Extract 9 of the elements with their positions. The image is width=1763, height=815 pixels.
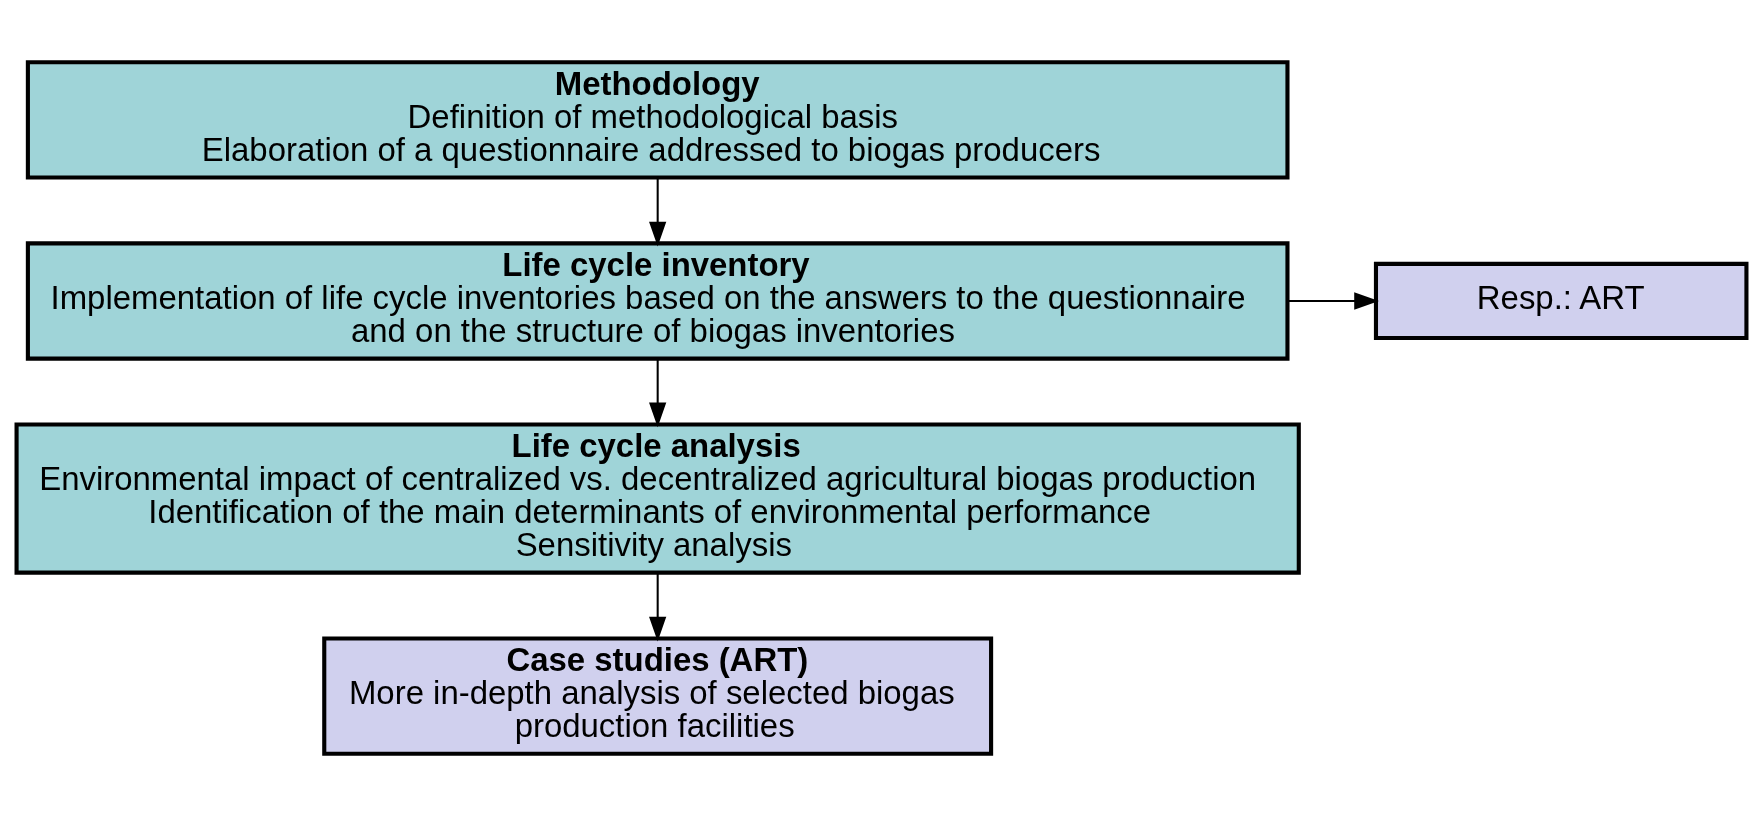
node-box: Life cycle inventory Implementation of life cycle inventories based on the answers to the questionnaire and on the structure of biogas inventories [25, 240, 1290, 361]
arrow [649, 572, 667, 641]
node-box: Case studies (ART) More in-depth analysis of selected biogas production facilities [322, 635, 994, 756]
arrow [649, 177, 667, 246]
arrow [1287, 291, 1379, 310]
node-box: Methodology Definition of methodological basis Elaboration of a questionnaire addressed to biogas producers [25, 59, 1290, 180]
arrow [649, 358, 667, 427]
node-box: Life cycle analysis Environmental impact of centralized vs. decentralized agricultural biogas production Identification of the main determinants of environmental performance Sensitivity analysis [14, 421, 1301, 575]
node-box: Resp.: ART [1373, 261, 1749, 340]
